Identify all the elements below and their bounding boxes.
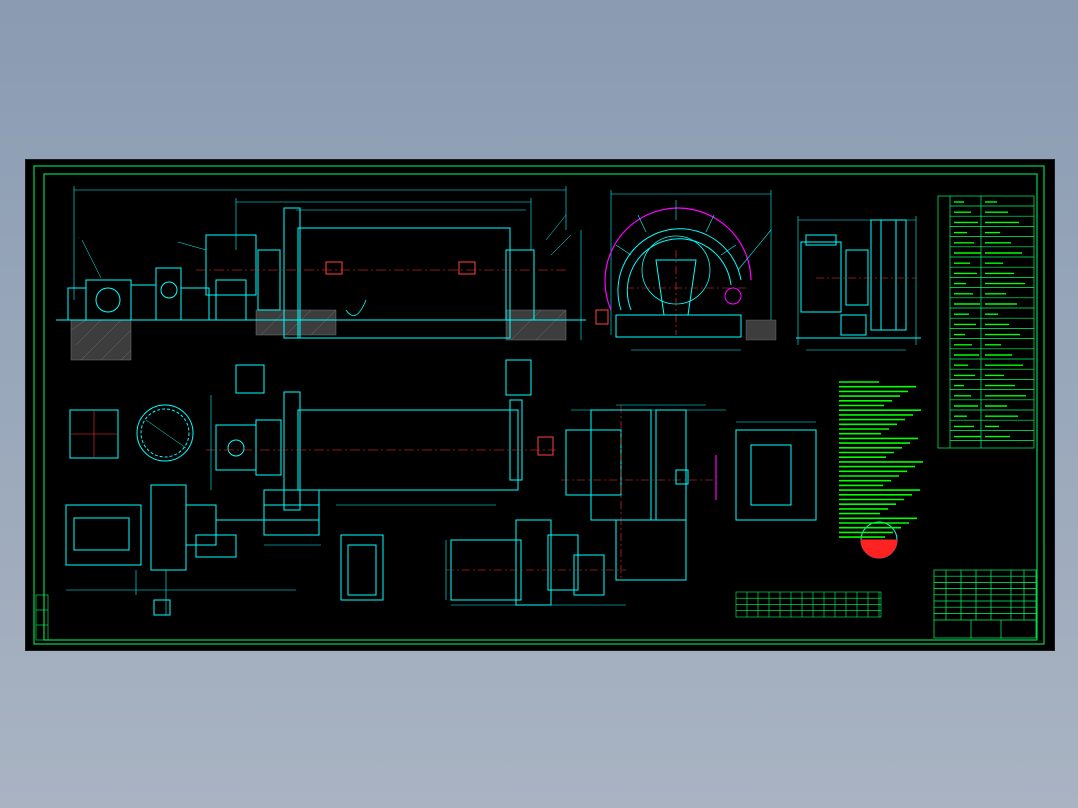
technical-notes [839,381,923,538]
binding-strip [35,594,49,641]
detail-views-left [69,404,384,601]
mill-end-view [580,190,777,351]
drawing-sheet[interactable]: · [25,159,1055,651]
mill-plan-view [65,359,556,616]
svg-text:·: · [78,235,79,240]
ball-mill-general-arrangement-drawing: · [33,165,1045,645]
technical-parameter-table [937,195,1035,449]
title-block [933,569,1037,639]
motor-side-view [796,216,921,351]
front-elevation-view: · [56,186,586,361]
foundation-plan-view [445,404,898,606]
parts-list-table [735,591,882,618]
drawing-frame [33,165,1045,645]
